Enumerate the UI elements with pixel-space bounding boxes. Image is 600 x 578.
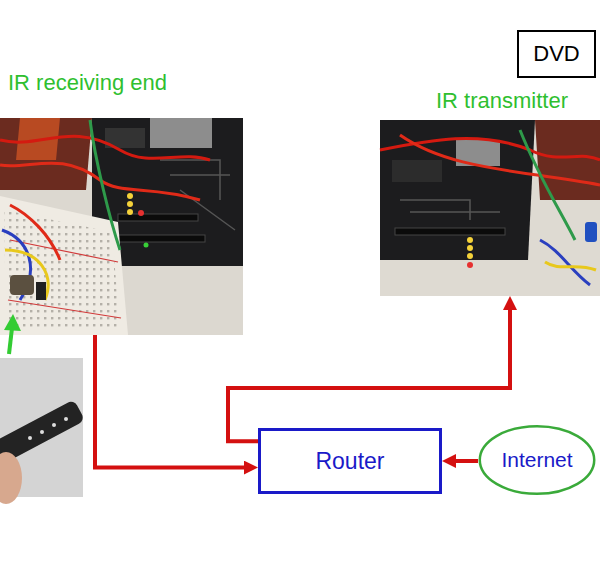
receiver-photo-part [127, 193, 133, 199]
ir-signal-arrow-part [4, 314, 21, 331]
photo-node: IR transmitter [380, 88, 600, 296]
remote-photo [0, 358, 85, 504]
photo-heading: IR transmitter [436, 88, 568, 113]
transmitter-photo-part [400, 135, 600, 185]
network-link [228, 304, 510, 441]
ellipse-shape [480, 426, 594, 494]
router-box: Router [258, 428, 442, 494]
transmitter-photo-part [380, 120, 535, 260]
transmitter-photo-part [535, 120, 600, 200]
ir-signal-arrow [4, 314, 21, 354]
internet-ellipse: Internet [478, 424, 596, 496]
ir-signal-arrow-part [9, 328, 12, 354]
transmitter-photo-part [545, 262, 596, 270]
remote-photo-part [0, 452, 22, 504]
receiver-photo [0, 118, 243, 335]
remote-photo-part [52, 423, 56, 427]
node-label: Internet [501, 448, 572, 472]
device-box: DVD [517, 30, 596, 78]
transmitter-photo [380, 120, 600, 296]
photo-heading: IR receiving end [8, 70, 167, 95]
receiver-photo-part [110, 235, 205, 242]
receiver-photo-part [5, 250, 48, 300]
transmitter-photo-part [467, 245, 473, 251]
remote-photo-part [64, 417, 68, 421]
receiver-photo-part [10, 275, 34, 295]
network-link [450, 459, 478, 463]
receiver-photo-part [150, 118, 212, 148]
receiver-photo-part [118, 214, 198, 221]
photo-node: IR receiving end [0, 70, 244, 335]
transmitter-photo-part [400, 200, 500, 220]
receiver-photo-part [8, 300, 121, 318]
receiver-photo-part [138, 210, 144, 216]
transmitter-photo-part [467, 262, 473, 268]
transmitter-photo-part [380, 120, 600, 296]
remote-photo-part [40, 430, 44, 434]
receiver-photo-part [0, 136, 210, 160]
receiver-photo-part [127, 201, 133, 207]
transmitter-photo-part [467, 237, 473, 243]
receiver-photo-part [0, 118, 92, 190]
transmitter-photo-part [467, 253, 473, 259]
receiver-photo-part [127, 209, 133, 215]
receiver-photo-part [36, 282, 46, 300]
transmitter-photo-part [395, 228, 505, 235]
receiver-photo-part [144, 243, 149, 248]
transmitter-photo-part [585, 222, 597, 242]
transmitter-photo-part [392, 160, 442, 182]
node-label: Router [315, 448, 384, 474]
receiver-photo-part [0, 118, 243, 335]
receiver-photo-part [90, 120, 120, 250]
receiver-photo-part [4, 210, 120, 330]
node-label: DVD [533, 41, 579, 66]
transmitter-photo-part [520, 130, 575, 240]
remote-photo-part [28, 436, 32, 440]
